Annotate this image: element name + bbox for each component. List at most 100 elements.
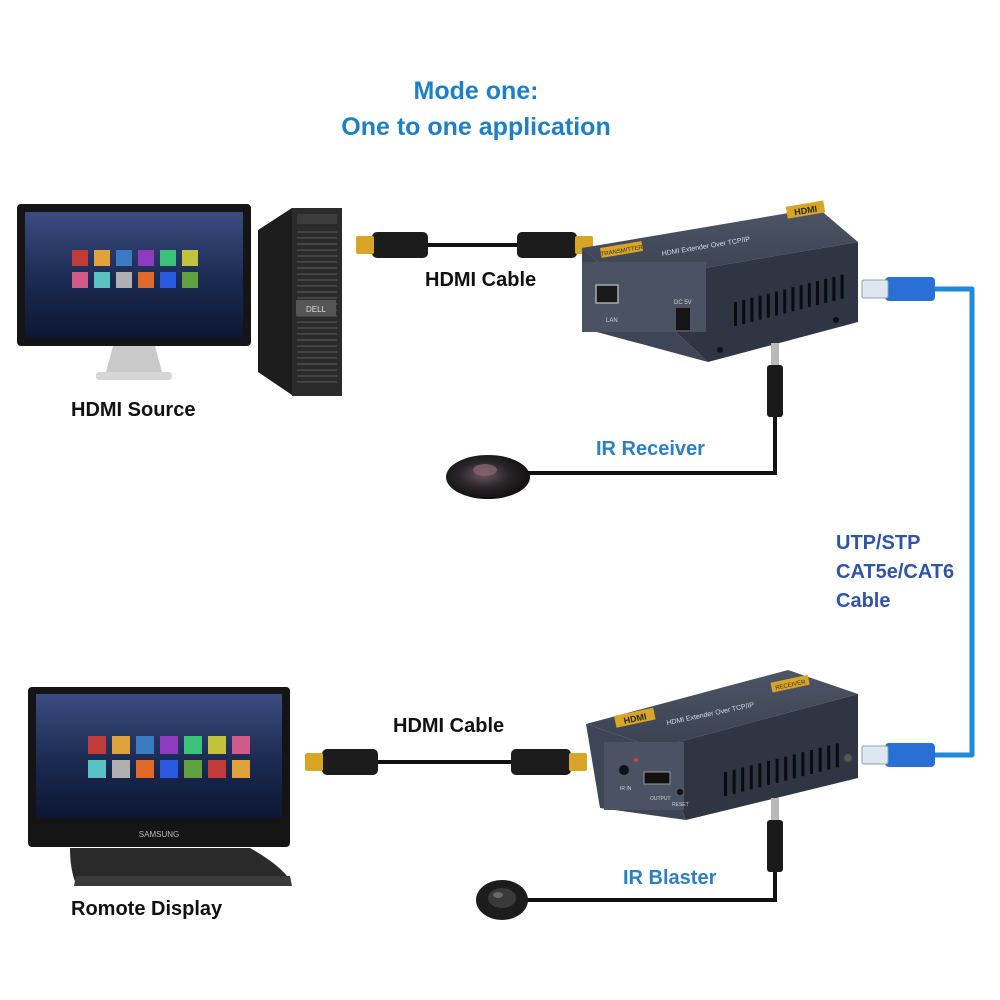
remote-monitor-screen (36, 694, 282, 818)
media-tile (160, 272, 176, 288)
monitor-brand-logo: SAMSUNG (139, 830, 179, 839)
rj45-plug-top (861, 277, 935, 301)
vent-slot (810, 750, 813, 774)
media-tile (116, 272, 132, 288)
diagram-title-line-2: One to one application (341, 113, 611, 141)
vent-slot (801, 752, 805, 777)
reset-label: RESET (672, 802, 689, 808)
vent-slot (840, 274, 844, 299)
remote-monitor: SAMSUNG (28, 687, 292, 886)
pc-brand-logo: DELL (306, 305, 327, 314)
media-tile (116, 250, 132, 266)
vent-slot (824, 278, 828, 303)
ir-blaster-emitter (476, 880, 528, 920)
dc-port-label: DC 5V (674, 300, 692, 306)
ir-receiver-label: IR Receiver (596, 438, 705, 460)
vent-slot (742, 299, 746, 324)
diagram-title-line-1: Mode one: (413, 77, 539, 105)
lan-port-label: LAN (606, 318, 618, 324)
reset-button (677, 789, 683, 795)
transmitter-vent-slots (734, 274, 844, 326)
media-tile (232, 760, 250, 778)
media-tile (182, 272, 198, 288)
ir-blaster-label: IR Blaster (623, 867, 717, 889)
vent-slot (767, 761, 770, 785)
vent-slot (732, 769, 736, 794)
vent-slot (784, 756, 788, 781)
vent-slot (775, 291, 778, 316)
receiver-vent-slots (724, 743, 839, 796)
media-tile (88, 760, 106, 778)
vent-slot (749, 765, 753, 790)
media-tile (160, 760, 178, 778)
cat-cable-label-line-2: CAT5e/CAT6 (836, 561, 955, 583)
vent-slot (799, 285, 803, 310)
hdmi-cable-top (356, 232, 593, 258)
rj45-plug-bottom (861, 743, 935, 767)
media-tile (184, 760, 202, 778)
vent-slot (741, 767, 745, 792)
vent-slot (750, 297, 754, 322)
vent-slot (758, 295, 762, 320)
media-tiles-remote (88, 736, 250, 778)
media-tile (112, 736, 130, 754)
media-tile (94, 272, 110, 288)
vent-slot (766, 293, 770, 318)
vent-slot (832, 276, 836, 301)
dc-power-port (676, 308, 690, 330)
hdmi-source-label: HDMI Source (71, 399, 196, 421)
lan-port (595, 284, 619, 304)
desktop-pc: DELL (258, 208, 342, 396)
media-tile (208, 736, 226, 754)
hdmi-output-port (643, 771, 671, 785)
vent-slot (758, 763, 762, 788)
transmitter-unit: LAN DC 5V TRANSMITTER HDMI Extender Over… (582, 200, 858, 362)
media-tiles-source (72, 250, 198, 288)
media-tile (208, 760, 226, 778)
ir-in-port (619, 765, 629, 775)
media-tile (136, 760, 154, 778)
media-tile (182, 250, 198, 266)
vent-slot (724, 772, 727, 796)
media-tile (94, 250, 110, 266)
output-port-label: OUTPUT (650, 796, 671, 802)
vent-slot (791, 287, 795, 312)
ir-in-label: IR IN (620, 786, 632, 792)
vent-slot (792, 754, 796, 779)
hdmi-cable-bottom (305, 749, 587, 775)
ir-receiver-eye (446, 455, 530, 499)
cat-cable-label-line-1: UTP/STP (836, 532, 921, 554)
media-tile (88, 736, 106, 754)
media-tile (160, 736, 178, 754)
vent-slot (818, 747, 822, 772)
vent-slot (775, 758, 779, 783)
vent-slot (816, 281, 819, 305)
media-tile (160, 250, 176, 266)
cat-cable-label-line-3: Cable (836, 590, 891, 612)
media-tile (72, 250, 88, 266)
hdmi-cable-top-label: HDMI Cable (425, 269, 537, 291)
media-tile (72, 272, 88, 288)
vent-slot (835, 743, 839, 768)
vent-slot (807, 283, 811, 308)
media-tile (138, 250, 154, 266)
ir-receiver-cable (525, 343, 783, 475)
vent-slot (783, 289, 787, 314)
media-tile (138, 272, 154, 288)
media-tile (112, 760, 130, 778)
source-monitor-screen (25, 212, 243, 338)
receiver-unit: OUTPUT IR IN RESET HDMI HDMI Extender Ov… (586, 670, 858, 820)
vent-slot (734, 302, 737, 326)
source-monitor (17, 204, 251, 380)
media-tile (184, 736, 202, 754)
ir-blaster-cable (525, 798, 783, 902)
vent-slot (827, 745, 831, 770)
hdmi-cable-bottom-label: HDMI Cable (393, 715, 505, 737)
remote-display-label: Romote Display (71, 898, 223, 920)
media-tile (136, 736, 154, 754)
network-cable (861, 277, 975, 767)
receiver-hdmi-logo: HDMI (623, 711, 648, 726)
transmitter-hdmi-logo: HDMI (793, 204, 817, 218)
media-tile (232, 736, 250, 754)
